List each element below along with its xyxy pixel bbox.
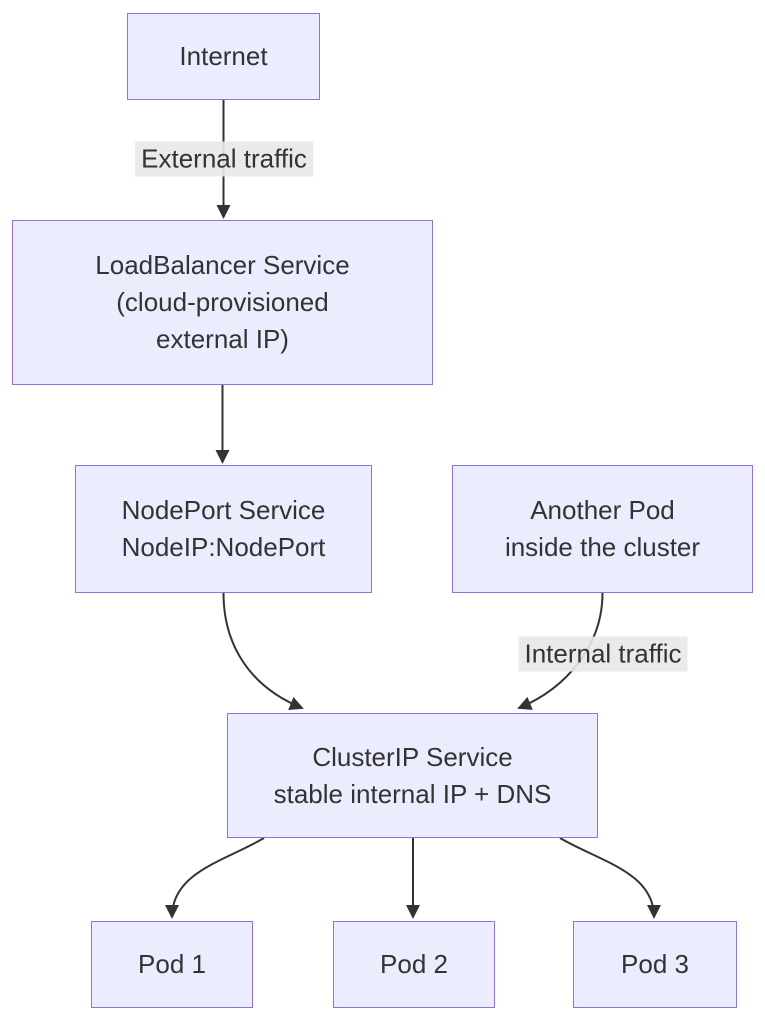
node-label: NodeIP:NodePort (121, 532, 326, 562)
node-pod-2: Pod 2 (333, 921, 495, 1008)
node-pod-1: Pod 1 (91, 921, 253, 1008)
node-pod-3: Pod 3 (573, 921, 737, 1008)
node-internet: Internet (127, 13, 320, 100)
node-clusterip-service: ClusterIP Service stable internal IP + D… (227, 713, 598, 838)
node-label: Pod 2 (380, 949, 448, 979)
edge-label-internal-traffic: Internal traffic (518, 636, 688, 672)
node-label: Another Pod (530, 495, 675, 525)
edge-clusterip-to-pod1 (165, 837, 265, 919)
node-label: stable internal IP + DNS (273, 778, 552, 809)
edge-nodeport-to-clusterip (222, 592, 304, 710)
node-label: Internet (179, 41, 268, 71)
node-label: ClusterIP Service (312, 741, 513, 772)
node-loadbalancer-service: LoadBalancer Service (cloud-provisioned … (12, 220, 433, 385)
node-label: NodePort Service (121, 495, 326, 525)
node-label: LoadBalancer Service (95, 250, 350, 280)
edge-label-external-traffic: External traffic (135, 141, 313, 177)
node-label: Pod 3 (621, 949, 689, 979)
node-label: Pod 1 (138, 949, 206, 979)
node-label: inside the cluster (504, 532, 701, 562)
node-label: (cloud-provisioned (116, 287, 329, 317)
edge-clusterip-to-pod3 (559, 837, 661, 919)
node-label: external IP) (156, 324, 289, 354)
node-nodeport-service: NodePort Service NodeIP:NodePort (75, 465, 372, 593)
node-another-pod: Another Pod inside the cluster (452, 465, 753, 593)
